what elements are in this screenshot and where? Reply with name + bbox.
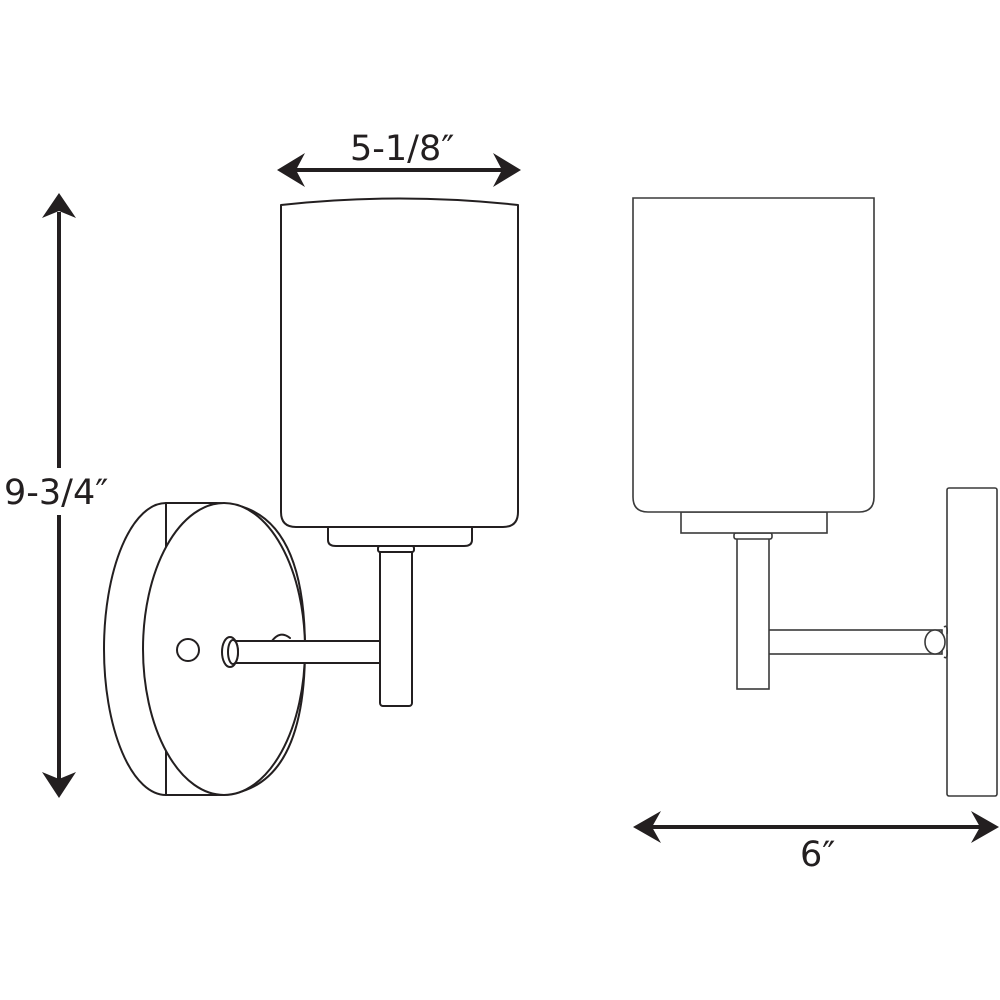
extension-dimension-line: [633, 811, 999, 843]
sconce-arm: [221, 636, 381, 668]
vertical-stem: [379, 547, 413, 707]
arrow-up-icon: [42, 193, 76, 218]
height-dimension-line: [42, 193, 76, 798]
arm-nut: [924, 629, 946, 655]
shade-width-label: 5-1/8″: [350, 129, 455, 169]
side-stem-collar: [733, 532, 773, 540]
arrow-right-icon: [493, 153, 521, 187]
side-glass-shade: [632, 197, 875, 513]
arrow-right-icon: [971, 811, 999, 843]
side-stem: [736, 536, 770, 690]
screw-icon: [176, 638, 200, 662]
arrow-down-icon: [42, 772, 76, 798]
glass-shade: [280, 197, 519, 528]
side-arm: [766, 629, 943, 655]
height-label: 9-3/4″: [4, 473, 109, 513]
shade-width-dimension-line: [277, 153, 521, 187]
side-socket-cup: [680, 511, 828, 534]
rectangular-backplate: [946, 487, 998, 797]
arrow-left-icon: [277, 153, 305, 187]
arrow-left-icon: [633, 811, 661, 843]
front-view: [103, 197, 519, 796]
extension-label: 6″: [800, 835, 836, 875]
side-view: [632, 197, 998, 797]
screw-icon: [271, 633, 291, 642]
